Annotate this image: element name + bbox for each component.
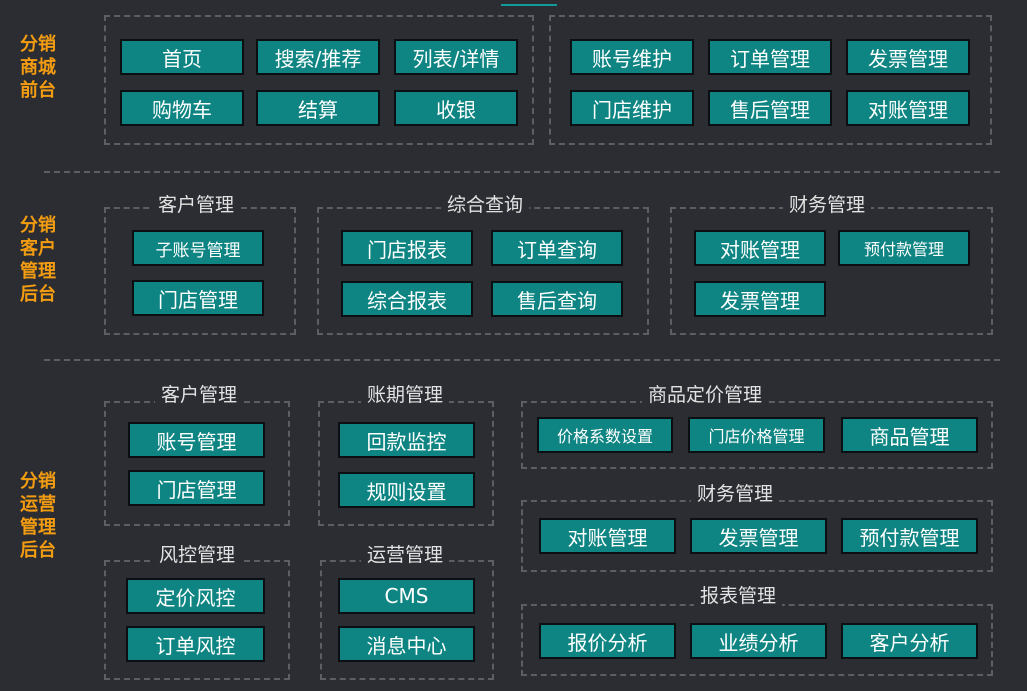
label-line: 后台 [20,540,56,561]
section-divider [44,171,1000,173]
group-title: 客户管理 [151,194,241,216]
after-sales-button[interactable]: 售后管理 [708,90,832,126]
group-title: 账期管理 [360,384,450,406]
checkout-button[interactable]: 结算 [256,90,380,126]
list-detail-button[interactable]: 列表/详情 [394,39,518,75]
group-title: 商品定价管理 [641,384,769,406]
price-coefficient-button[interactable]: 价格系数设置 [537,417,673,453]
invoice-management-button[interactable]: 发票管理 [690,518,827,554]
reconciliation-button[interactable]: 对账管理 [694,230,826,266]
label-line: 管理 [20,517,56,538]
reconciliation-button[interactable]: 对账管理 [846,90,970,126]
invoice-management-button[interactable]: 发票管理 [694,281,826,317]
group-title: 报表管理 [693,585,783,607]
performance-analysis-button[interactable]: 业绩分析 [690,623,827,659]
customer-analysis-button[interactable]: 客户分析 [841,623,978,659]
front-mall-label: 分销 商城 前台 [8,33,68,102]
search-recommend-button[interactable]: 搜索/推荐 [256,39,380,75]
payment-monitor-button[interactable]: 回款监控 [338,422,475,458]
reconciliation-button[interactable]: 对账管理 [539,518,676,554]
rule-settings-button[interactable]: 规则设置 [338,472,475,508]
label-line: 后台 [20,284,56,305]
group-title: 运营管理 [360,544,450,566]
message-center-button[interactable]: 消息中心 [338,626,475,662]
group-title: 财务管理 [782,194,872,216]
prepayment-button[interactable]: 预付款管理 [841,518,978,554]
label-line: 商城 [20,57,56,78]
label-line: 客户 [20,238,56,259]
cms-button[interactable]: CMS [338,578,475,614]
customer-admin-label: 分销 客户 管理 后台 [8,214,68,306]
front-group-right [549,15,992,145]
order-risk-button[interactable]: 订单风控 [126,626,265,662]
label-line: 运营 [20,494,56,515]
group-title: 财务管理 [690,483,780,505]
pricing-risk-button[interactable]: 定价风控 [126,578,265,614]
front-group-left [104,15,534,145]
label-line: 分销 [20,471,56,492]
label-line: 分销 [20,215,56,236]
cart-button[interactable]: 购物车 [120,90,244,126]
section-divider [44,359,1000,361]
store-management-button[interactable]: 门店管理 [128,470,265,506]
summary-report-button[interactable]: 综合报表 [341,281,473,317]
group-title: 客户管理 [154,384,244,406]
group-title: 风控管理 [152,544,242,566]
label-line: 分销 [20,34,56,55]
account-maintenance-button[interactable]: 账号维护 [570,39,694,75]
quote-analysis-button[interactable]: 报价分析 [539,623,676,659]
store-maintenance-button[interactable]: 门店维护 [570,90,694,126]
order-query-button[interactable]: 订单查询 [491,230,623,266]
store-management-button[interactable]: 门店管理 [132,280,264,316]
cashier-button[interactable]: 收银 [394,90,518,126]
group-title: 综合查询 [440,194,530,216]
customer-management-group [104,401,290,526]
account-management-button[interactable]: 账号管理 [128,422,265,458]
product-management-button[interactable]: 商品管理 [841,417,978,453]
after-sales-query-button[interactable]: 售后查询 [491,281,623,317]
label-line: 管理 [20,261,56,282]
label-line: 前台 [20,80,56,101]
sub-account-button[interactable]: 子账号管理 [132,230,264,266]
top-accent-bar [501,4,557,6]
invoice-management-button[interactable]: 发票管理 [846,39,970,75]
order-management-button[interactable]: 订单管理 [708,39,832,75]
store-report-button[interactable]: 门店报表 [341,230,473,266]
prepayment-button[interactable]: 预付款管理 [838,230,970,266]
operations-label: 分销 运营 管理 后台 [8,470,68,562]
home-button[interactable]: 首页 [120,39,244,75]
store-price-button[interactable]: 门店价格管理 [688,417,825,453]
